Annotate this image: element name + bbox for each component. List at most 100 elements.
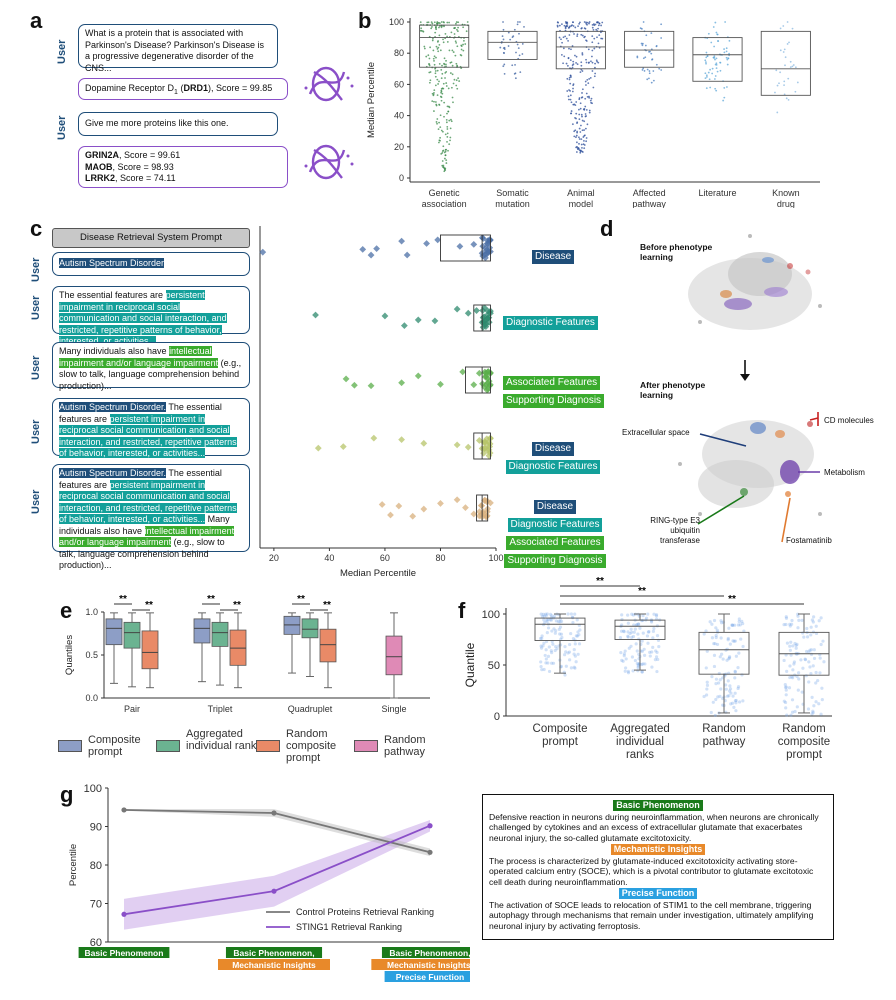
- data-point: [433, 59, 435, 62]
- data-point: [571, 123, 574, 126]
- data-point: [601, 37, 604, 40]
- data-point: [564, 650, 568, 654]
- data-point: [546, 654, 551, 658]
- data-point: [593, 37, 596, 40]
- answer-line: GRIN2A, Score = 99.61: [85, 150, 281, 162]
- data-point: [791, 668, 795, 672]
- data-point: [741, 621, 745, 626]
- data-point: [792, 660, 796, 664]
- data-point: [818, 671, 822, 675]
- data-point: [448, 143, 451, 146]
- data-point: [585, 140, 588, 143]
- data-point: [775, 69, 778, 72]
- data-point: [519, 21, 521, 23]
- data-point: [575, 62, 577, 64]
- data-point: [644, 616, 649, 620]
- data-point: [724, 683, 728, 687]
- data-point: [704, 693, 709, 697]
- x-tick-label: model: [569, 199, 594, 208]
- data-point: [726, 636, 730, 641]
- data-point: [271, 810, 277, 816]
- data-point: [438, 62, 441, 65]
- data-point: [427, 54, 430, 57]
- data-point: [381, 312, 389, 320]
- data-point: [719, 61, 722, 64]
- data-point: [646, 78, 649, 81]
- data-point: [799, 658, 803, 662]
- data-point: [580, 138, 583, 141]
- data-point: [456, 64, 458, 67]
- data-point: [446, 105, 449, 108]
- data-point: [507, 45, 510, 47]
- header-mechanistic-insights: Mechanistic Insights: [610, 844, 706, 855]
- data-point: [782, 699, 786, 703]
- category-label: Basic Phenomenon,: [233, 948, 314, 958]
- data-point: [779, 49, 782, 52]
- data-point: [436, 41, 439, 43]
- data-point: [453, 496, 461, 504]
- data-point: [704, 59, 707, 62]
- data-point: [583, 120, 586, 123]
- data-point: [636, 665, 640, 670]
- y-axis-label: Quantile: [463, 642, 477, 687]
- data-point: [542, 667, 546, 672]
- data-point: [713, 713, 717, 718]
- panel-letter-a: a: [30, 8, 43, 33]
- label-cd-molecules: CD molecules: [824, 416, 874, 425]
- data-point: [804, 649, 809, 654]
- data-point: [511, 64, 514, 67]
- data-point: [455, 84, 458, 87]
- data-point: [435, 45, 438, 48]
- data-point: [737, 619, 741, 624]
- data-point: [312, 311, 319, 319]
- data-point: [721, 620, 726, 624]
- data-point: [714, 75, 717, 77]
- data-point: [578, 628, 582, 632]
- data-point: [560, 38, 562, 41]
- label-fostamatinib: Fostamatinib: [786, 536, 832, 545]
- data-point: [593, 75, 596, 78]
- data-point: [721, 657, 725, 661]
- data-point: [435, 104, 438, 107]
- protein-logo-icon: [304, 144, 354, 180]
- data-point: [652, 70, 655, 72]
- data-point: [641, 614, 645, 618]
- data-point: [414, 316, 422, 324]
- data-point: [585, 21, 588, 24]
- data-point: [644, 56, 647, 59]
- x-tick-label: individual: [616, 736, 664, 748]
- data-point: [445, 119, 448, 121]
- data-point: [727, 694, 731, 698]
- data-point: [581, 88, 584, 91]
- x-tick-label: Known: [772, 188, 800, 198]
- data-point: [447, 149, 449, 152]
- x-axis-label: Median Percentile: [340, 568, 416, 579]
- data-point: [811, 664, 815, 668]
- data-point: [792, 662, 796, 666]
- data-point: [650, 32, 653, 35]
- data-point: [554, 619, 558, 623]
- data-point: [571, 90, 574, 93]
- data-point: [658, 67, 661, 70]
- data-point: [430, 27, 433, 30]
- data-point: [576, 122, 578, 125]
- data-point: [729, 691, 733, 695]
- data-point: [660, 23, 663, 26]
- x-tick-label: drug: [777, 199, 795, 208]
- data-point: [523, 25, 525, 28]
- label-supporting: Supporting Diagnosis: [503, 394, 605, 408]
- data-point: [793, 709, 797, 714]
- data-point: [725, 658, 729, 662]
- box-group: [698, 613, 750, 718]
- data-point: [447, 110, 450, 113]
- box-group: [211, 612, 229, 686]
- data-point: [581, 129, 584, 132]
- data-point: [580, 113, 583, 116]
- data-point: [437, 141, 440, 144]
- data-point: [464, 309, 472, 317]
- data-point: [790, 618, 794, 623]
- data-point: [581, 151, 584, 153]
- data-point: [630, 612, 634, 616]
- data-point: [433, 55, 436, 58]
